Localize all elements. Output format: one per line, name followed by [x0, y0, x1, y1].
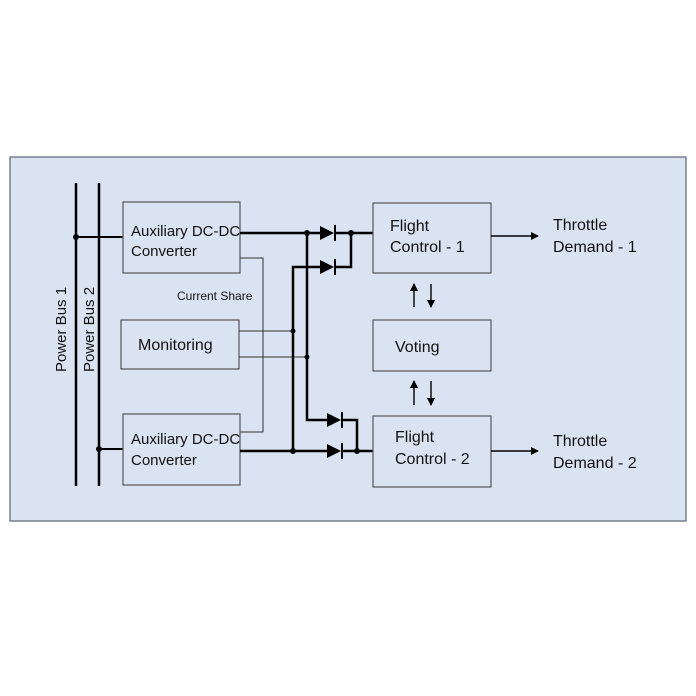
throttle-demand-1-line2: Demand - 1 — [553, 239, 637, 256]
flight-control-1-label-line1: Flight — [390, 218, 430, 235]
converter-1-box — [122, 201, 241, 274]
converter-1-label-line1: Auxiliary DC-DC — [131, 223, 240, 240]
converter-2-label-line1: Auxiliary DC-DC — [131, 431, 240, 448]
throttle-demand-1-line1: Throttle — [553, 217, 607, 234]
flight-control-1-box — [372, 202, 492, 274]
converter-2-crossfeed-wire — [291, 265, 320, 451]
fc1-diode-out-lower — [335, 233, 353, 269]
flight-control-1-label-line2: Control - 1 — [390, 239, 465, 256]
fc1-diode-junction — [348, 230, 354, 236]
voting-box — [372, 319, 492, 372]
current-share-wire — [240, 257, 264, 433]
power-bus-1-label: Power Bus 1 — [53, 287, 70, 372]
fc2-diode-out-upper — [342, 418, 359, 451]
voting-label: Voting — [395, 339, 439, 356]
monitoring-box — [120, 319, 240, 370]
throttle-demand-2-line2: Demand - 2 — [553, 455, 637, 472]
current-share-label: Current Share — [177, 289, 253, 303]
converter-2-box — [122, 413, 241, 486]
converter-2-label-line2: Converter — [131, 452, 197, 469]
bus2-junction — [96, 446, 102, 452]
converter-1-crossfeed-wire — [305, 233, 327, 422]
throttle-demand-2-line1: Throttle — [553, 433, 607, 450]
fc2-diode-junction — [354, 448, 360, 454]
flight-control-2-label-line1: Flight — [395, 429, 435, 446]
power-bus-2-label: Power Bus 2 — [81, 287, 98, 372]
converter-1-label-line2: Converter — [131, 243, 197, 260]
monitoring-label: Monitoring — [138, 337, 213, 354]
bus1-junction — [73, 234, 79, 240]
flight-control-2-label-line2: Control - 2 — [395, 451, 470, 468]
